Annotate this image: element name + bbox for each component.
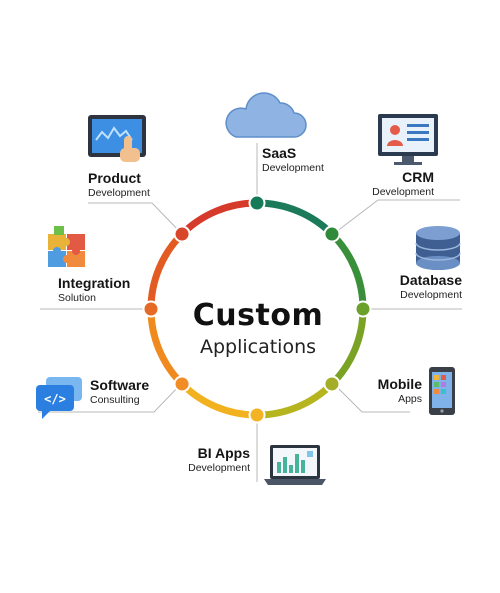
node-label-product: Product Development <box>88 170 150 200</box>
smartphone-icon <box>429 367 455 415</box>
center-title: Custom <box>192 298 324 333</box>
node-label-integration: Integration Solution <box>58 275 131 305</box>
node-subtitle-product: Development <box>88 187 150 200</box>
node-title-mobile: Mobile <box>377 376 422 392</box>
svg-text:</>: </> <box>44 392 66 406</box>
node-label-database: Database Development <box>386 272 462 302</box>
laptop-chart-icon <box>264 445 326 485</box>
ring-node-product <box>173 225 191 243</box>
node-label-saas: SaaS Development <box>262 145 324 175</box>
node-subtitle-saas: Development <box>262 162 324 175</box>
ring-node-saas <box>248 194 266 212</box>
ring-arc-bi <box>179 381 258 419</box>
node-subtitle-software: Consulting <box>90 394 140 407</box>
connector-software <box>38 381 184 413</box>
monitor-crm-icon <box>378 114 438 165</box>
tablet-touch-icon <box>88 115 146 162</box>
node-subtitle-mobile: Apps <box>398 393 422 406</box>
node-label-mobile: Mobile Apps <box>364 376 422 406</box>
ring-node-bi <box>248 406 266 424</box>
node-title-database: Database <box>399 272 462 288</box>
ring-node-database <box>354 300 372 318</box>
ring-nodes <box>142 194 372 424</box>
node-title-saas: SaaS <box>262 145 297 161</box>
connector-mobile <box>331 381 410 413</box>
database-icon <box>415 226 461 270</box>
node-label-software: Software Consulting <box>90 377 150 407</box>
ring-node-integration <box>142 300 160 318</box>
ring-arc-saas <box>256 199 335 237</box>
ring-node-mobile <box>323 375 341 393</box>
ring-arc-mobile <box>256 381 335 419</box>
code-chat-icon: </> <box>36 377 82 419</box>
ring-node-crm <box>323 225 341 243</box>
node-subtitle-integration: Solution <box>58 292 96 305</box>
node-label-crm: CRM Development <box>356 169 434 199</box>
cloud-icon <box>225 92 307 138</box>
node-subtitle-database: Development <box>400 289 462 302</box>
ring-node-software <box>173 375 191 393</box>
node-subtitle-bi: Development <box>188 462 250 475</box>
node-title-crm: CRM <box>402 169 434 185</box>
node-title-bi: BI Apps <box>197 445 250 461</box>
connector-lines <box>38 143 462 482</box>
node-title-integration: Integration <box>58 275 131 291</box>
center-subtitle: Applications <box>199 336 317 358</box>
connector-crm <box>331 199 379 236</box>
node-subtitle-crm: Development <box>372 186 434 199</box>
puzzle-icon <box>48 226 85 267</box>
node-title-software: Software <box>90 377 150 393</box>
ring-arc-product <box>179 199 258 237</box>
node-title-product: Product <box>88 170 141 186</box>
connector-product <box>88 202 184 236</box>
node-label-bi: BI Apps Development <box>180 445 250 475</box>
